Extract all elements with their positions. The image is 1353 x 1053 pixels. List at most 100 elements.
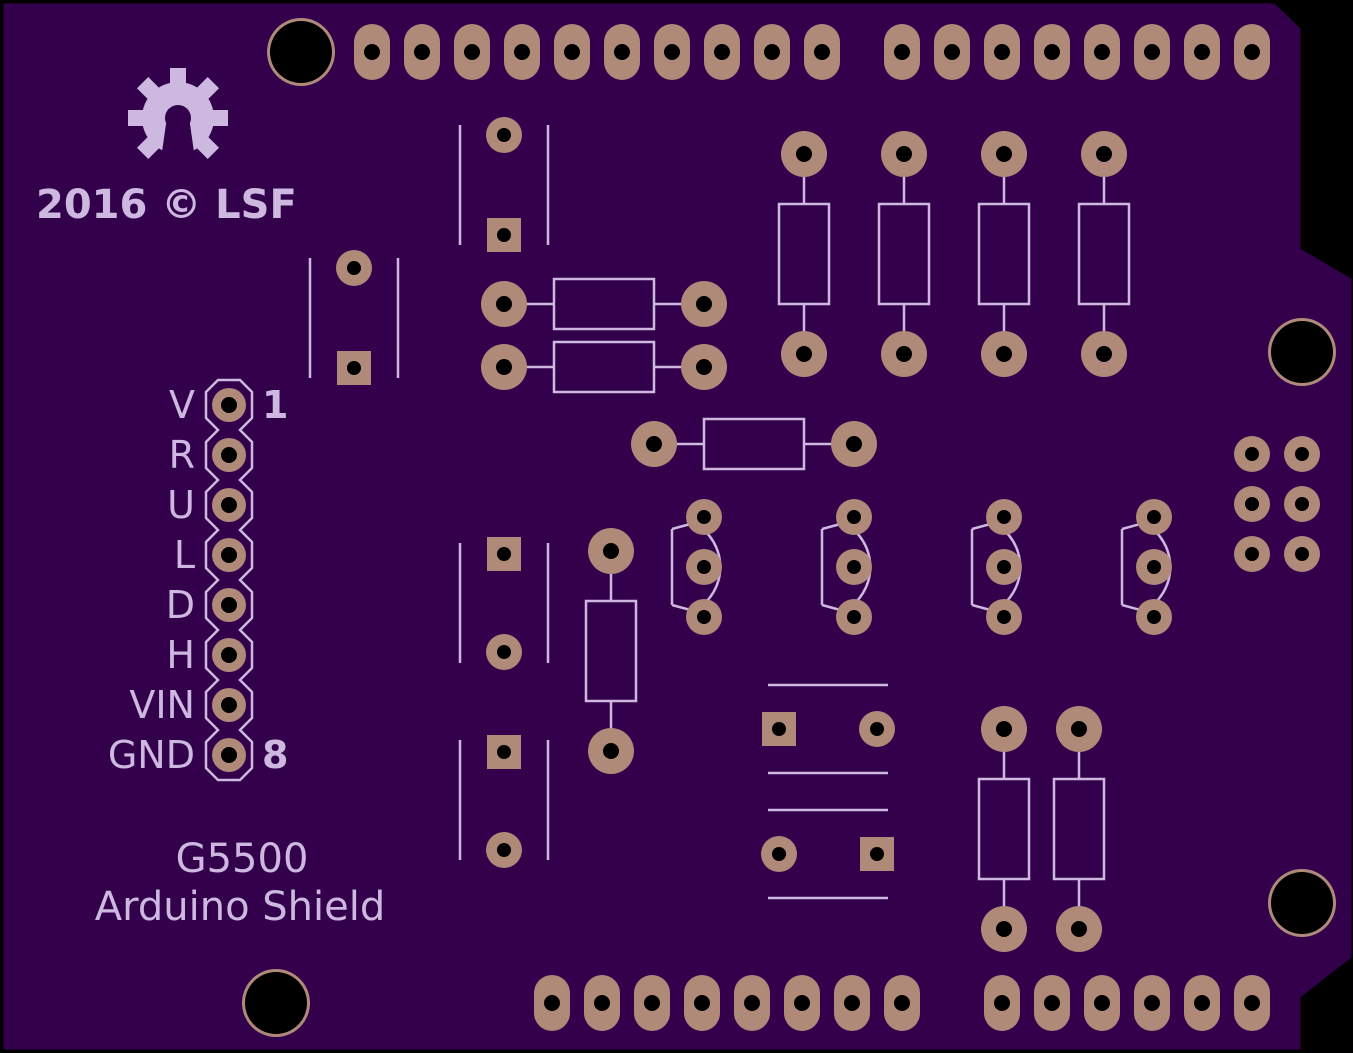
resistor-pad bbox=[588, 728, 634, 774]
pin-label-l: L bbox=[174, 533, 195, 577]
optocoupler-u2 bbox=[761, 808, 894, 900]
resistor bbox=[631, 417, 877, 471]
header-pad bbox=[1184, 975, 1220, 1031]
header-pad bbox=[934, 24, 970, 80]
pin-label-u: U bbox=[167, 483, 195, 527]
resistor bbox=[481, 340, 727, 394]
header-pad bbox=[884, 975, 920, 1031]
resistor-pad bbox=[981, 331, 1027, 377]
icsp-pad bbox=[1284, 486, 1320, 522]
header-pad bbox=[1084, 975, 1120, 1031]
transistor-pad bbox=[986, 599, 1022, 635]
resistor-pad bbox=[481, 344, 527, 390]
header-pad bbox=[984, 975, 1020, 1031]
header-pin-pad bbox=[212, 488, 246, 522]
header-pad bbox=[834, 975, 870, 1031]
pin-number-first: 1 bbox=[262, 383, 288, 427]
transistor-pad bbox=[986, 549, 1022, 585]
icsp-pad bbox=[1234, 536, 1270, 572]
transistor-to92 bbox=[970, 499, 1022, 635]
header-pad bbox=[984, 24, 1020, 80]
transistor-to92 bbox=[670, 499, 722, 635]
header-pin-pad bbox=[212, 538, 246, 572]
resistors bbox=[481, 131, 1131, 952]
header-pad bbox=[1034, 975, 1070, 1031]
header-pad bbox=[1134, 975, 1170, 1031]
header-pad bbox=[754, 24, 790, 80]
transistor-pad bbox=[1136, 499, 1172, 535]
header-pad bbox=[604, 24, 640, 80]
pin-label-gnd: GND bbox=[108, 733, 195, 777]
transistor-pad bbox=[686, 499, 722, 535]
transistor-to92 bbox=[820, 499, 872, 635]
pin-label-d: D bbox=[166, 583, 195, 627]
capacitor-c3 bbox=[458, 537, 550, 670]
header-pad bbox=[584, 975, 620, 1031]
board-title-line2: Arduino Shield bbox=[95, 884, 385, 930]
control-header-8pin: V R U L D H VIN GND 1 8 bbox=[108, 378, 288, 782]
transistor-pad bbox=[686, 599, 722, 635]
transistor-pad bbox=[686, 549, 722, 585]
header-pad bbox=[1034, 24, 1070, 80]
transistor-pad bbox=[1136, 549, 1172, 585]
header-pin-pad bbox=[212, 688, 246, 722]
transistor-pad bbox=[986, 499, 1022, 535]
resistor-pad bbox=[781, 131, 827, 177]
resistor bbox=[877, 131, 931, 377]
pin-label-h: H bbox=[166, 633, 195, 677]
pin-label-r: R bbox=[169, 433, 195, 477]
header-pin-pad bbox=[212, 388, 246, 422]
resistor-pad bbox=[981, 131, 1027, 177]
pin-label-vin: VIN bbox=[129, 683, 195, 727]
resistor bbox=[1052, 706, 1106, 952]
icsp-pad bbox=[1284, 436, 1320, 472]
header-pad bbox=[684, 975, 720, 1031]
header-pad bbox=[654, 24, 690, 80]
open-hardware-gear-icon bbox=[128, 68, 228, 166]
resistor-pad bbox=[781, 331, 827, 377]
icsp-pad bbox=[1234, 436, 1270, 472]
header-pad bbox=[404, 24, 440, 80]
header-pad bbox=[534, 975, 570, 1031]
arduino-header-top-left bbox=[354, 24, 840, 80]
pin-label-v: V bbox=[169, 383, 195, 427]
header-pad bbox=[504, 24, 540, 80]
resistor-pad bbox=[631, 421, 677, 467]
resistor-pad bbox=[981, 706, 1027, 752]
resistor-pad bbox=[1056, 706, 1102, 752]
resistor-pad bbox=[881, 131, 927, 177]
header-pad bbox=[454, 24, 490, 80]
resistor bbox=[977, 131, 1031, 377]
resistor bbox=[481, 277, 727, 331]
copyright-text: 2016 © LSF bbox=[36, 182, 297, 228]
header-pad bbox=[1084, 24, 1120, 80]
board-title-line1: G5500 bbox=[176, 836, 309, 882]
arduino-header-bottom-right bbox=[984, 975, 1270, 1031]
header-pin-pad bbox=[212, 438, 246, 472]
capacitor-c4 bbox=[458, 735, 550, 868]
resistor bbox=[1077, 131, 1131, 377]
resistor-pad bbox=[481, 281, 527, 327]
header-pad bbox=[804, 24, 840, 80]
pin-number-last: 8 bbox=[262, 733, 288, 777]
icsp-header bbox=[1234, 436, 1320, 572]
header-pad bbox=[704, 24, 740, 80]
icsp-pad bbox=[1284, 536, 1320, 572]
transistor-to92 bbox=[1120, 499, 1172, 635]
transistor-pad bbox=[836, 499, 872, 535]
optocoupler-u1 bbox=[762, 683, 895, 775]
transistor-pad bbox=[1136, 599, 1172, 635]
header-pin-pad bbox=[212, 588, 246, 622]
transistors bbox=[670, 499, 1172, 635]
header-pad bbox=[1134, 24, 1170, 80]
header-pad bbox=[354, 24, 390, 80]
resistor bbox=[977, 706, 1031, 952]
header-pad bbox=[734, 975, 770, 1031]
mounting-holes bbox=[242, 18, 1336, 1037]
header-pad bbox=[1234, 24, 1270, 80]
resistor-pad bbox=[831, 421, 877, 467]
transistor-pad bbox=[836, 549, 872, 585]
resistor bbox=[777, 131, 831, 377]
arduino-header-top-right bbox=[884, 24, 1270, 80]
